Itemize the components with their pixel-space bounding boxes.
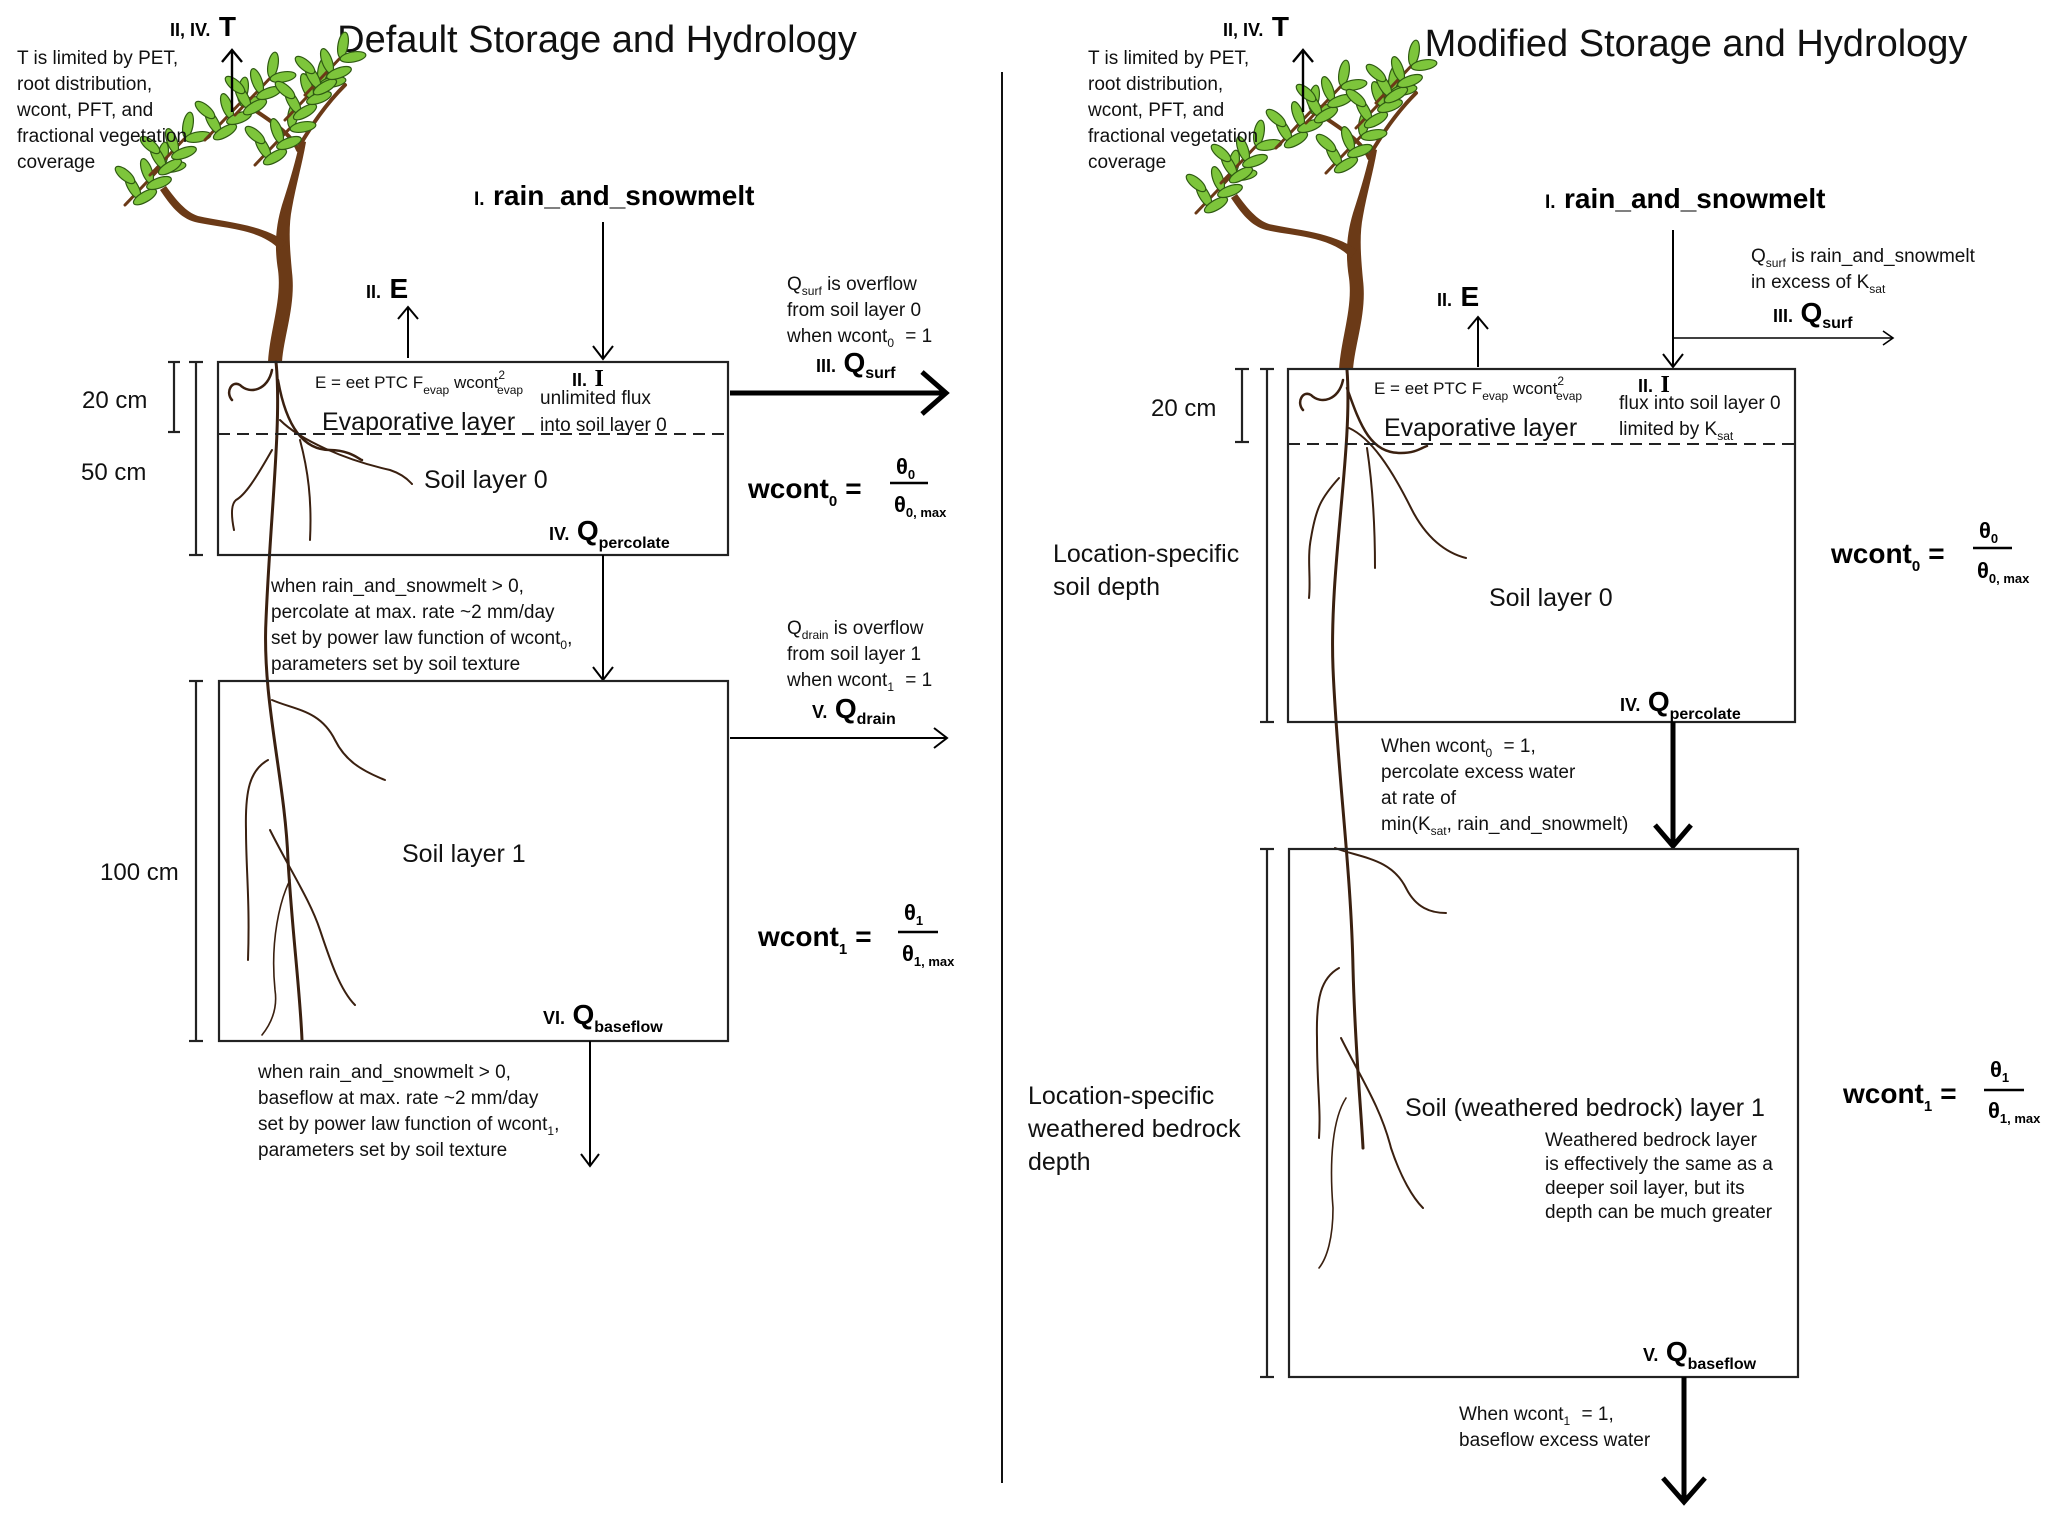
depth-evap-label: 20 cm [1151, 395, 1216, 422]
depth-evap-label: 20 cm [82, 387, 147, 414]
evaporative-layer-label: Evaporative layer [322, 408, 515, 436]
left-panel: Default Storage and Hydrology [16, 11, 955, 1168]
input-label: I. rain_and_snowmelt [474, 180, 754, 211]
depth-soil1-label: 100 cm [100, 859, 179, 886]
qsurf-label: III. Qsurf [1773, 297, 1853, 332]
percolate-note: When wcont0 = 1, percolate excess water … [1381, 736, 1628, 838]
svg-text:θ1, max: θ1, max [1988, 1098, 2041, 1126]
qsurf-note: Qsurf is rain_and_snowmelt in excess of … [1751, 246, 1980, 296]
tree-illustration [111, 29, 413, 1042]
wcont0-equation: wcont0= θ0 θ0, max [747, 454, 947, 520]
input-label: I. rain_and_snowmelt [1545, 183, 1825, 214]
soil-layer-1-box [1287, 847, 1800, 1379]
tree-branch [1231, 194, 1357, 258]
svg-text:wcont0=: wcont0= [1830, 538, 1945, 575]
soil-layer-0-label: Soil layer 0 [1489, 584, 1613, 612]
svg-text:wcont1=: wcont1= [757, 921, 872, 958]
infiltration-note: flux into soil layer 0 limited by Ksat [1619, 393, 1786, 443]
svg-text:θ1: θ1 [1990, 1057, 2009, 1085]
percolate-label: IV. Qpercolate [1620, 686, 1741, 723]
qsurf-label: III. Qsurf [816, 347, 896, 382]
tree-trunk [268, 140, 306, 362]
soil-layer-0-label: Soil layer 0 [424, 466, 548, 494]
main-root [1331, 368, 1365, 1150]
left-panel-title: Default Storage and Hydrology [337, 19, 857, 61]
infiltration-label: II. I [1638, 372, 1670, 398]
wcont0-equation: wcont0= θ0 θ0, max [1830, 518, 2030, 586]
soil-layer-0-box [216, 360, 730, 557]
qdrain-note: Qdrain is overflow from soil layer 1 whe… [786, 618, 932, 694]
soil-layer-0-box [1286, 367, 1797, 724]
depth-brackets [168, 360, 203, 1043]
transpiration-note: T is limited by PET, root distribution, … [16, 48, 192, 173]
soil-layer-1-label: Soil (weathered bedrock) layer 1 [1405, 1094, 1765, 1122]
svg-text:wcont1=: wcont1= [1842, 1078, 1957, 1115]
tree-trunk [1339, 148, 1377, 370]
baseflow-note: when rain_and_snowmelt > 0, baseflow at … [257, 1062, 565, 1161]
transpiration-label: II, IV. T [170, 11, 236, 42]
infiltration-label: II. I [572, 366, 604, 392]
tree-illustration [1182, 37, 1467, 1269]
soil-layer-1-label: Soil layer 1 [402, 840, 526, 868]
soil-depth-label: Location-specific soil depth [1053, 540, 1246, 601]
svg-text:θ0: θ0 [1979, 518, 1998, 546]
infiltration-note: unlimited flux into soil layer 0 [540, 388, 667, 436]
percolate-label: IV. Qpercolate [549, 515, 670, 552]
qdrain-label: V. Qdrain [812, 693, 896, 728]
main-root [264, 360, 304, 1042]
soil-layer-1-box [217, 679, 730, 1043]
svg-text:wcont0=: wcont0= [747, 473, 862, 510]
depth-soil0-label: 50 cm [81, 459, 146, 486]
svg-text:θ1, max: θ1, max [902, 941, 955, 969]
right-panel: Modified Storage and Hydrology [1027, 11, 2041, 1506]
evaporative-layer-label: Evaporative layer [1384, 414, 1577, 442]
transpiration-note: T is limited by PET, root distribution, … [1087, 48, 1263, 173]
percolate-note: when rain_and_snowmelt > 0, percolate at… [270, 576, 578, 675]
bedrock-note: Weathered bedrock layer is effectively t… [1545, 1130, 1778, 1223]
depth-brackets [1235, 367, 1274, 1379]
svg-text:θ1: θ1 [904, 900, 923, 928]
baseflow-label: VI. Qbaseflow [543, 999, 663, 1036]
transpiration-label: II, IV. T [1223, 11, 1289, 42]
bedrock-depth-label: Location-specific weathered bedrock dept… [1027, 1082, 1248, 1176]
wcont1-equation: wcont1= θ1 θ1, max [757, 900, 955, 969]
evaporation-label: II. E [1437, 281, 1479, 312]
svg-text:θ0, max: θ0, max [894, 492, 947, 520]
svg-text:θ0, max: θ0, max [1977, 558, 2030, 586]
svg-text:θ0: θ0 [896, 454, 915, 482]
evaporation-label: II. E [366, 273, 408, 304]
tree-branch [160, 186, 286, 250]
wcont1-equation: wcont1= θ1 θ1, max [1842, 1057, 2041, 1126]
baseflow-note: When wcont1 = 1, baseflow excess water [1459, 1404, 1651, 1451]
right-panel-title: Modified Storage and Hydrology [1425, 23, 1968, 65]
baseflow-label: V. Qbaseflow [1643, 1336, 1757, 1373]
qsurf-note: Qsurf is overflow from soil layer 0 when… [786, 274, 932, 350]
